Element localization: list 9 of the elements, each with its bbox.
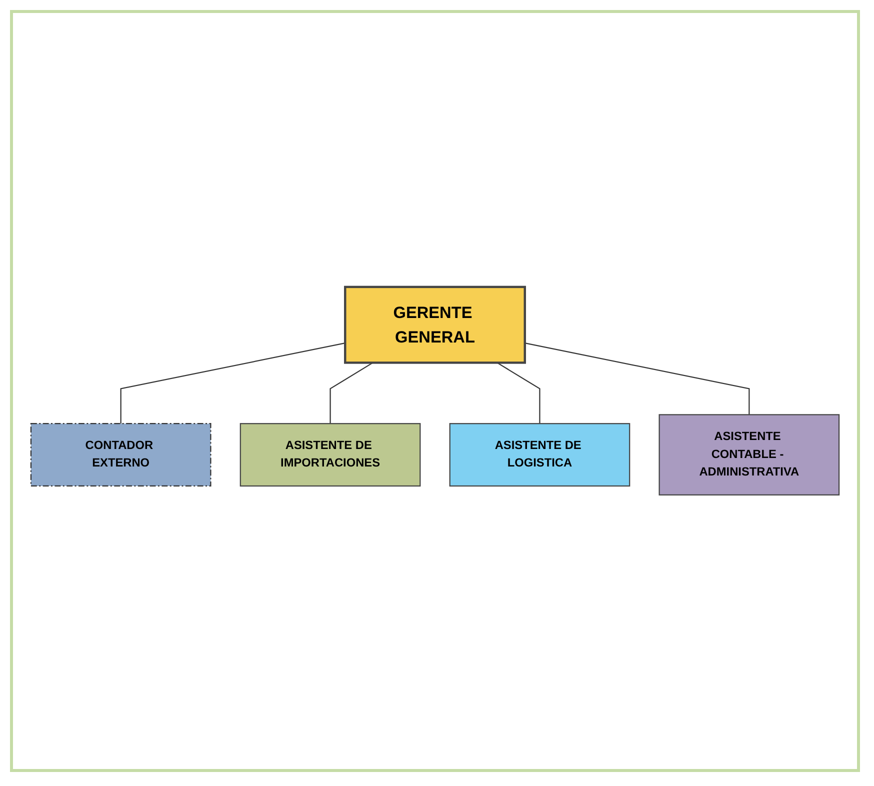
node-box: GERENTE GENERAL: [344, 286, 526, 364]
connector: [524, 342, 750, 415]
connector: [120, 342, 346, 424]
connector: [330, 362, 374, 424]
node-box: CONTADOR EXTERNO: [30, 423, 212, 487]
node-box: ASISTENTE DE LOGISTICA: [449, 423, 630, 487]
connector: [496, 362, 540, 424]
node-box: ASISTENTE CONTABLE - ADMINISTRATIVA: [658, 414, 840, 496]
node-box: ASISTENTE DE IMPORTACIONES: [240, 423, 421, 487]
